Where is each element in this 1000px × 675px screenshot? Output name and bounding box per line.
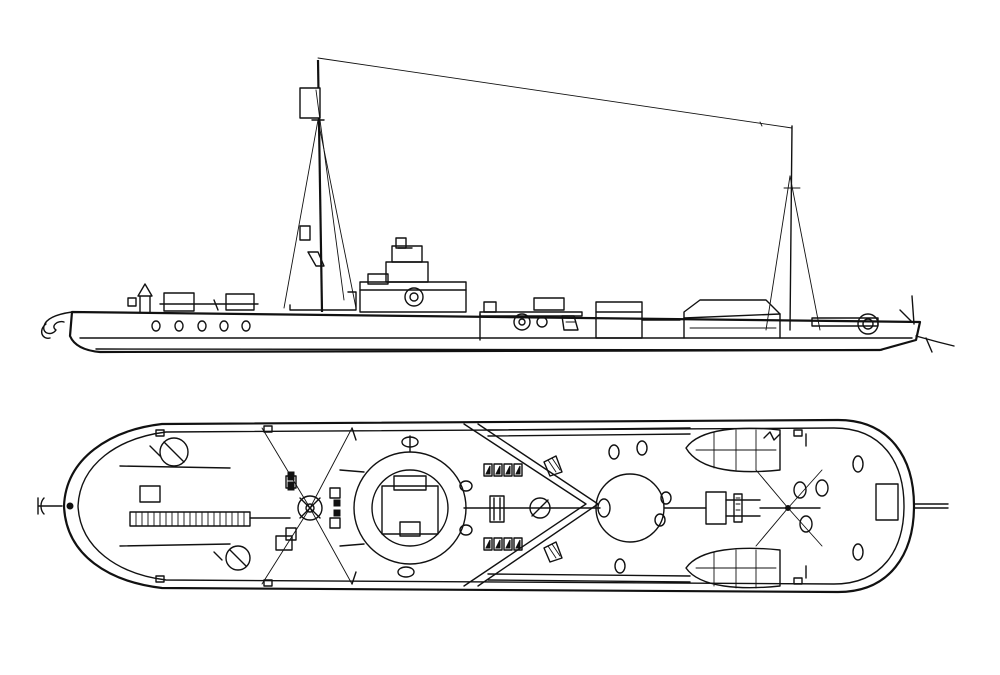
aft-mast bbox=[765, 125, 821, 331]
rigging-stay bbox=[317, 57, 793, 129]
ventilation-gratings-fore bbox=[287, 471, 341, 517]
hull-plan-outline bbox=[62, 418, 916, 594]
midship-equipment bbox=[479, 297, 681, 339]
central-turret-plan bbox=[353, 435, 473, 578]
lifeboat-upper bbox=[685, 427, 781, 473]
central-hatch bbox=[463, 497, 601, 519]
bow-anchor-side bbox=[40, 311, 73, 339]
forward-deck-items bbox=[119, 425, 293, 587]
aft-round-deckhouse bbox=[595, 440, 707, 574]
aft-deck-openings bbox=[793, 429, 899, 585]
superstructure bbox=[289, 237, 467, 313]
deck-plan-view bbox=[37, 418, 949, 594]
boat-on-deck-side bbox=[683, 299, 781, 339]
lifeboat-lower bbox=[685, 547, 781, 589]
aft-deck-fittings bbox=[811, 295, 915, 335]
fore-mast bbox=[283, 59, 357, 313]
bow-anchor-plan bbox=[37, 497, 74, 515]
ventilation-gratings-mid bbox=[483, 463, 523, 551]
chevron-deckhouse bbox=[463, 423, 691, 587]
portholes bbox=[151, 320, 251, 332]
hull-side bbox=[68, 310, 922, 354]
fore-deck-fittings bbox=[127, 283, 259, 313]
fore-mast-plan bbox=[261, 427, 365, 585]
stern-tip-side bbox=[915, 335, 955, 353]
stern-staff-plan bbox=[913, 503, 949, 509]
side-profile-view bbox=[40, 57, 955, 354]
aft-mast-plan bbox=[705, 469, 823, 547]
